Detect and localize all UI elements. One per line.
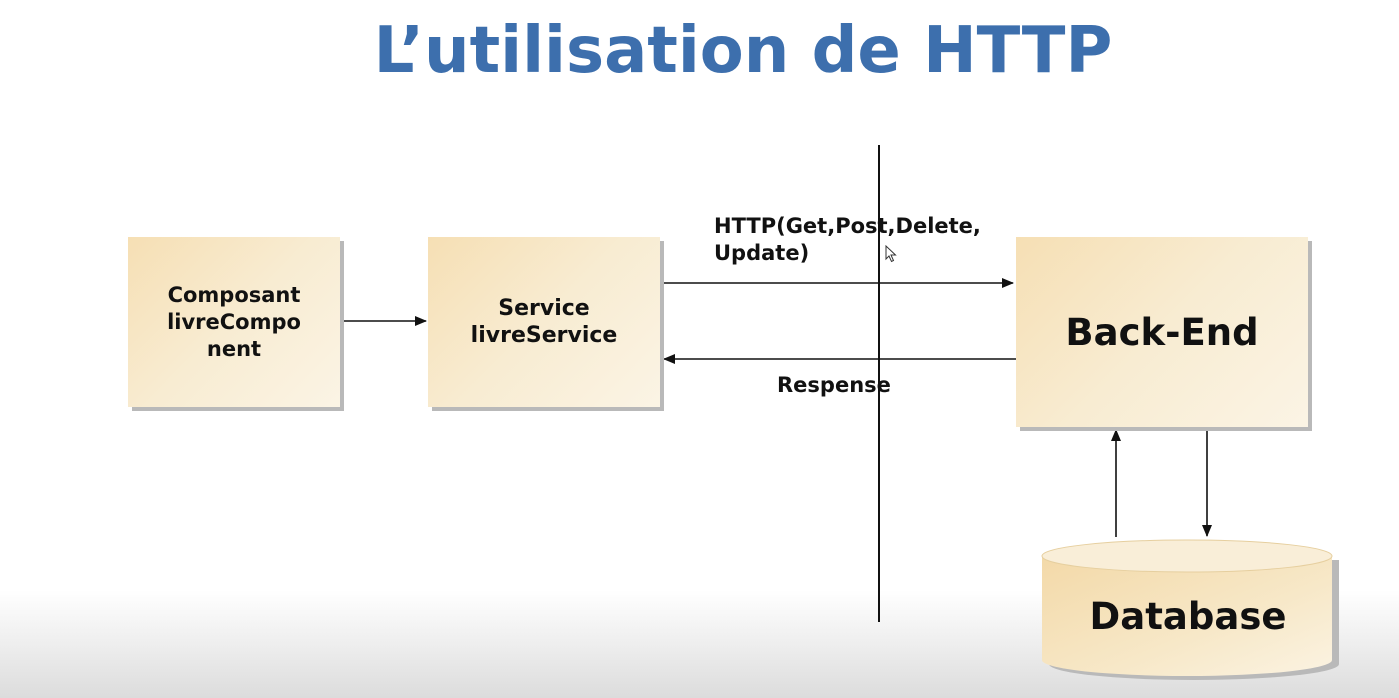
composant-label: Composant livreCompo nent <box>167 282 301 361</box>
service-node: Service livreService <box>428 237 660 407</box>
database-cylinder <box>1041 539 1339 680</box>
backend-node: Back-End <box>1016 237 1308 427</box>
composant-node: Composant livreCompo nent <box>128 237 340 407</box>
request-label: HTTP(Get,Post,Delete, Update) <box>714 214 981 265</box>
database-label: Database <box>1089 595 1287 638</box>
slide-title: L’utilisation de HTTP <box>373 14 1113 88</box>
response-label: Respense <box>777 373 891 397</box>
service-label: Service livreService <box>470 296 618 348</box>
backend-label: Back-End <box>1065 310 1259 354</box>
mouse-pointer-icon <box>885 245 897 263</box>
